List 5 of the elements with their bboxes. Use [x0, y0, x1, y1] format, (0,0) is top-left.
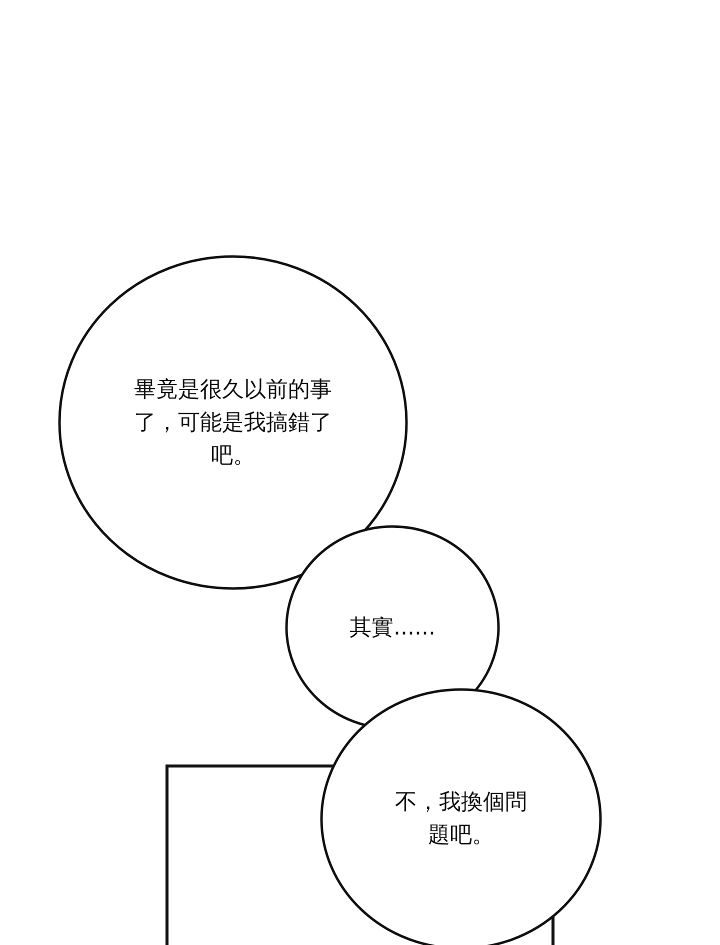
speech-text: 不，我換個問題吧。 [394, 789, 528, 850]
speech-text: 畢竟是很久以前的事了，可能是我搞錯了吧。 [133, 376, 333, 470]
speech-bubble [320, 688, 602, 945]
speech-bubble [58, 255, 408, 590]
speech-text: 其實...... [348, 614, 436, 642]
